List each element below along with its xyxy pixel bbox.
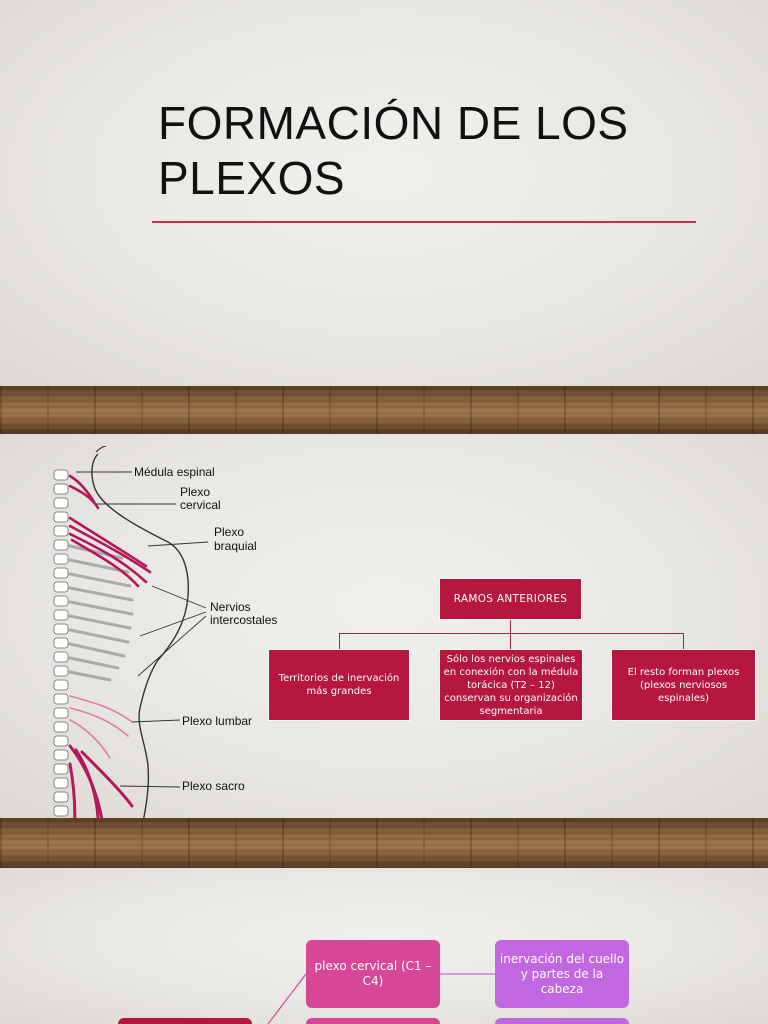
slide-title: FORMACIÓN DE LOS PLEXOS [158,97,629,204]
connector-left-drop [339,633,340,649]
plexos-root-box-cropped [118,1018,252,1024]
label-plexo-cervical-line2: cervical [180,498,221,512]
label-plexo-sacro: Plexo sacro [182,779,245,793]
title-slide: FORMACIÓN DE LOS PLEXOS [0,0,768,386]
label-plexo-braquial-line1: Plexo [214,525,245,539]
resto-plexos-box: El resto forman plexos (plexos nerviosos… [611,649,756,721]
next-plexo-box-cropped [306,1018,440,1024]
plexus-detail-slide: plexo cervical (C1 – C4) inervación del … [0,868,768,1024]
plexo-cervical-box: plexo cervical (C1 – C4) [306,940,440,1008]
cervical-inervacion-box: inervación del cuello y partes de la cab… [495,940,629,1008]
connector-vertical [510,620,511,633]
nervios-toracicos-box: Sólo los nervios espinales en conexión c… [439,649,583,721]
territorios-box: Territorios de inervación más grandes [268,649,410,721]
wood-divider-bottom [0,818,768,868]
ramos-anteriores-box: RAMOS ANTERIORES [439,578,582,620]
plexus-anatomy-illustration [53,446,209,818]
anatomy-slide: Médula espinal Plexo cervical Plexo braq… [0,434,768,818]
connector-horizontal [339,633,684,634]
label-nervios-intercostales-line2: intercostales [210,613,278,627]
label-medula-espinal: Médula espinal [134,465,215,479]
connector-right-drop [683,633,684,649]
label-plexo-braquial-line2: braquial [214,539,257,553]
label-plexo-cervical-line1: Plexo [180,485,211,499]
label-nervios-intercostales-line1: Nervios [210,600,251,614]
hierarchy-connectors [267,973,495,1024]
title-underline [152,221,696,223]
connector-middle-drop [510,633,511,649]
next-desc-box-cropped [495,1018,629,1024]
label-plexo-lumbar: Plexo lumbar [182,714,253,728]
wood-divider-top [0,386,768,434]
